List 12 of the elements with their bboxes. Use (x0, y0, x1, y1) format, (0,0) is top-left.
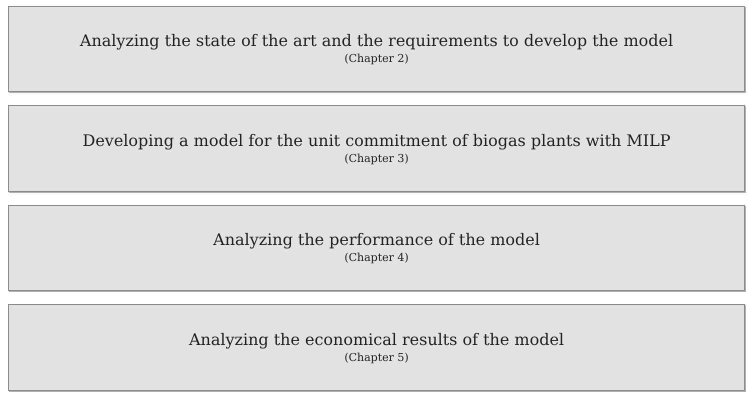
process-box (8, 304, 745, 391)
step-title: Analyzing the state of the art and the requirements to develop the model (80, 31, 674, 52)
process-box (8, 105, 745, 192)
step-title: Developing a model for the unit commitment of biogas plants with MILP (82, 130, 671, 152)
step-title: Analyzing the economical results of the model (188, 330, 564, 351)
step-title: Analyzing the performance of the model (213, 230, 540, 252)
chapter-reference: (Chapter 4) (344, 251, 409, 266)
process-box (8, 205, 745, 291)
process-box (8, 6, 745, 92)
chapter-reference: (Chapter 2) (344, 52, 409, 67)
chapter-reference: (Chapter 3) (344, 152, 409, 166)
chapter-reference: (Chapter 5) (344, 350, 409, 366)
